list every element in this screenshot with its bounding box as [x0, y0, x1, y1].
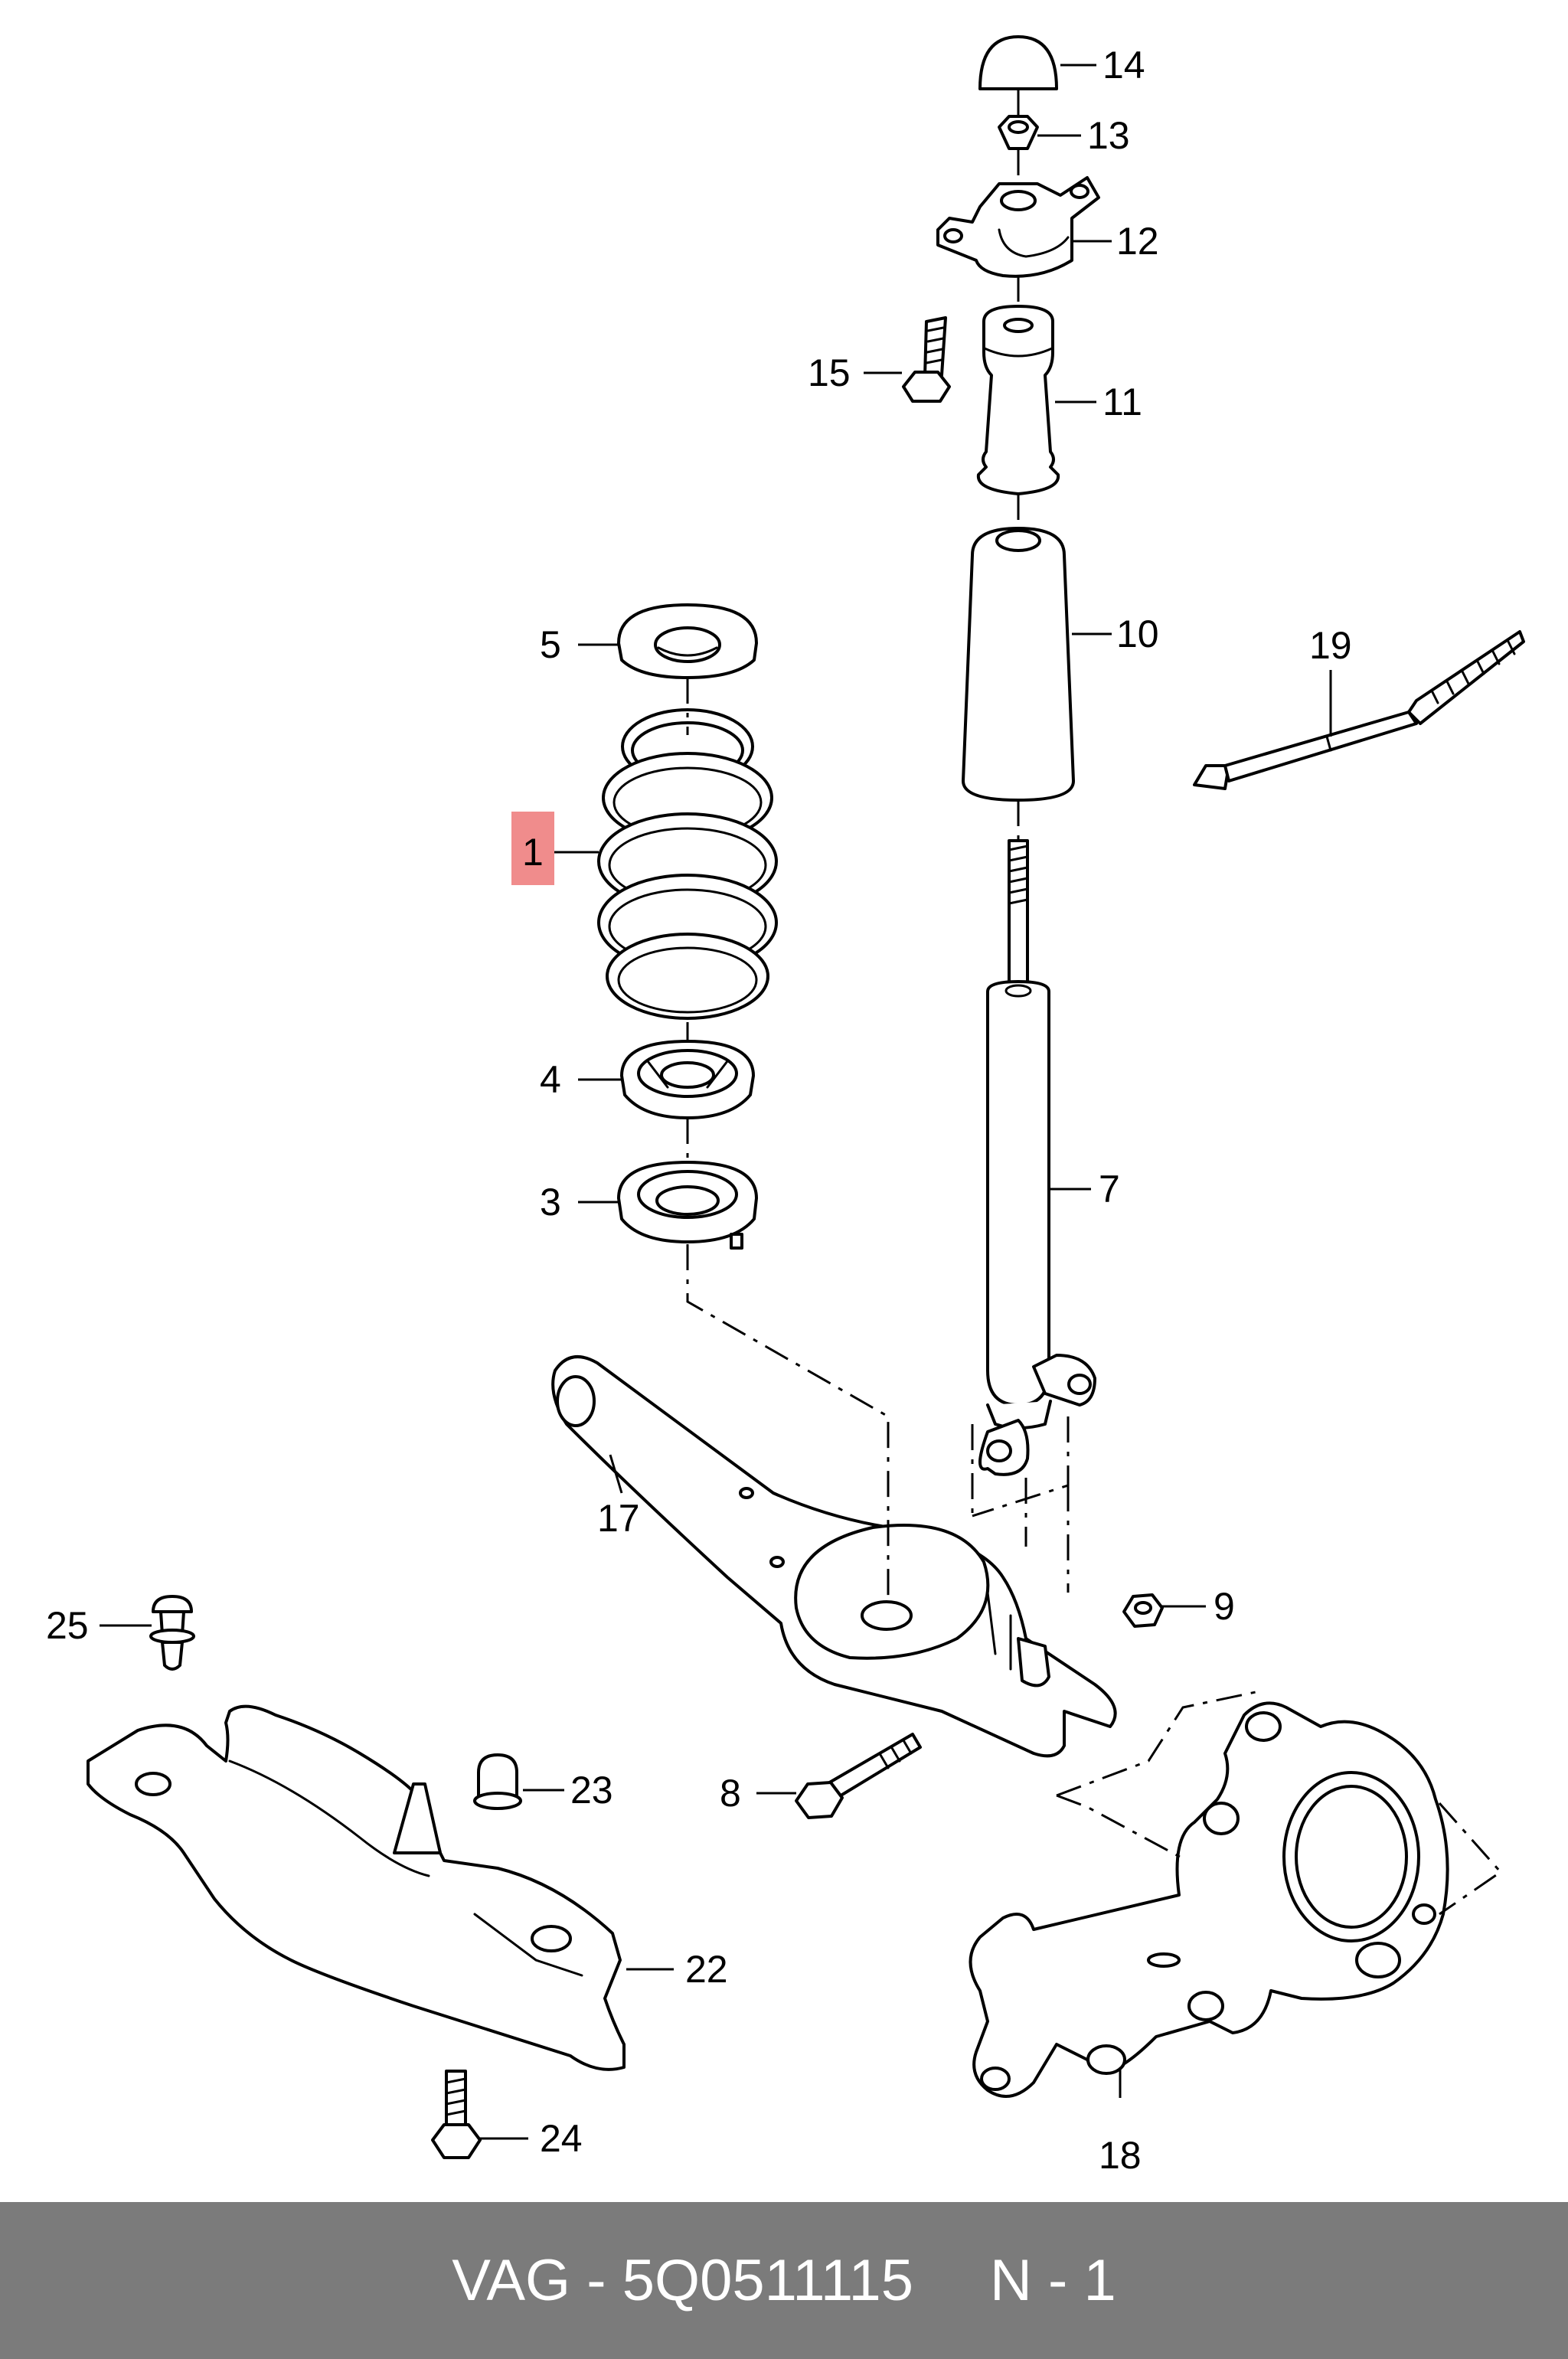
callout-8[interactable]: 8: [720, 1772, 741, 1815]
callout-17[interactable]: 17: [597, 1497, 640, 1540]
part-25-clip[interactable]: [149, 1595, 195, 1671]
part-4-spring-bearing[interactable]: [620, 1040, 755, 1119]
part-9-nut[interactable]: [1122, 1593, 1164, 1628]
callout-22[interactable]: 22: [685, 1948, 728, 1991]
part-17-spring-link[interactable]: [551, 1355, 1117, 1758]
callout-19[interactable]: 19: [1309, 624, 1352, 667]
callout-10[interactable]: 10: [1116, 613, 1159, 655]
leader-lines: [100, 64, 1332, 2140]
callout-18[interactable]: 18: [1099, 2134, 1142, 2177]
callout-24[interactable]: 24: [540, 2117, 583, 2160]
footer-part-number: 5Q0511115: [622, 2248, 914, 2313]
callout-1[interactable]: 1: [522, 831, 544, 874]
part-22-bracket[interactable]: [87, 1704, 626, 2071]
callout-12[interactable]: 12: [1116, 220, 1159, 263]
part-8-bolt[interactable]: [795, 1733, 922, 1819]
callout-3[interactable]: 3: [540, 1181, 561, 1224]
footer-bar: VAG - 5Q0511115 N - 1: [0, 2202, 1568, 2359]
part-1-coil-spring[interactable]: [597, 708, 778, 1020]
part-5-upper-spring-seat[interactable]: [617, 603, 758, 679]
part-24-bolt[interactable]: [431, 2070, 482, 2159]
part-10-protective-sleeve[interactable]: [962, 527, 1075, 802]
callout-5[interactable]: 5: [540, 623, 561, 666]
callout-23[interactable]: 23: [570, 1769, 613, 1812]
part-7-shock-absorber[interactable]: [978, 839, 1096, 1476]
footer-position: N - 1: [990, 2248, 1116, 2313]
callout-highlight: [511, 812, 554, 885]
part-23-cap[interactable]: [473, 1753, 522, 1810]
callout-4[interactable]: 4: [540, 1058, 561, 1101]
part-13-nut[interactable]: [998, 115, 1039, 150]
callout-labels: 14 13 12 15 11 10 7 5 1 4 3 19 17 9 8 18…: [46, 44, 1352, 2177]
footer-separator: -: [586, 2248, 606, 2313]
assembly-lines: [686, 90, 1503, 1916]
part-3-lower-spring-seat[interactable]: [617, 1161, 758, 1250]
part-18-wheel-bearing-housing[interactable]: [969, 1701, 1449, 2098]
callout-11[interactable]: 11: [1102, 381, 1142, 423]
callout-13[interactable]: 13: [1087, 114, 1130, 157]
callout-15[interactable]: 15: [808, 351, 851, 394]
part-12-strut-mount[interactable]: [936, 176, 1100, 278]
callout-14[interactable]: 14: [1102, 44, 1145, 87]
part-15-bolt[interactable]: [902, 316, 951, 403]
part-19-cable-tie[interactable]: [1193, 630, 1525, 790]
callout-9[interactable]: 9: [1214, 1585, 1235, 1628]
callout-25[interactable]: 25: [46, 1604, 89, 1647]
exploded-parts-diagram: 14 13 12 15 11 10 7 5 1 4 3 19 17 9 8 18…: [46, 35, 1525, 2177]
part-14-dust-cap[interactable]: [978, 35, 1058, 90]
part-11-bump-stop[interactable]: [976, 305, 1060, 495]
callout-7[interactable]: 7: [1099, 1168, 1120, 1211]
footer-brand: VAG: [452, 2248, 571, 2313]
